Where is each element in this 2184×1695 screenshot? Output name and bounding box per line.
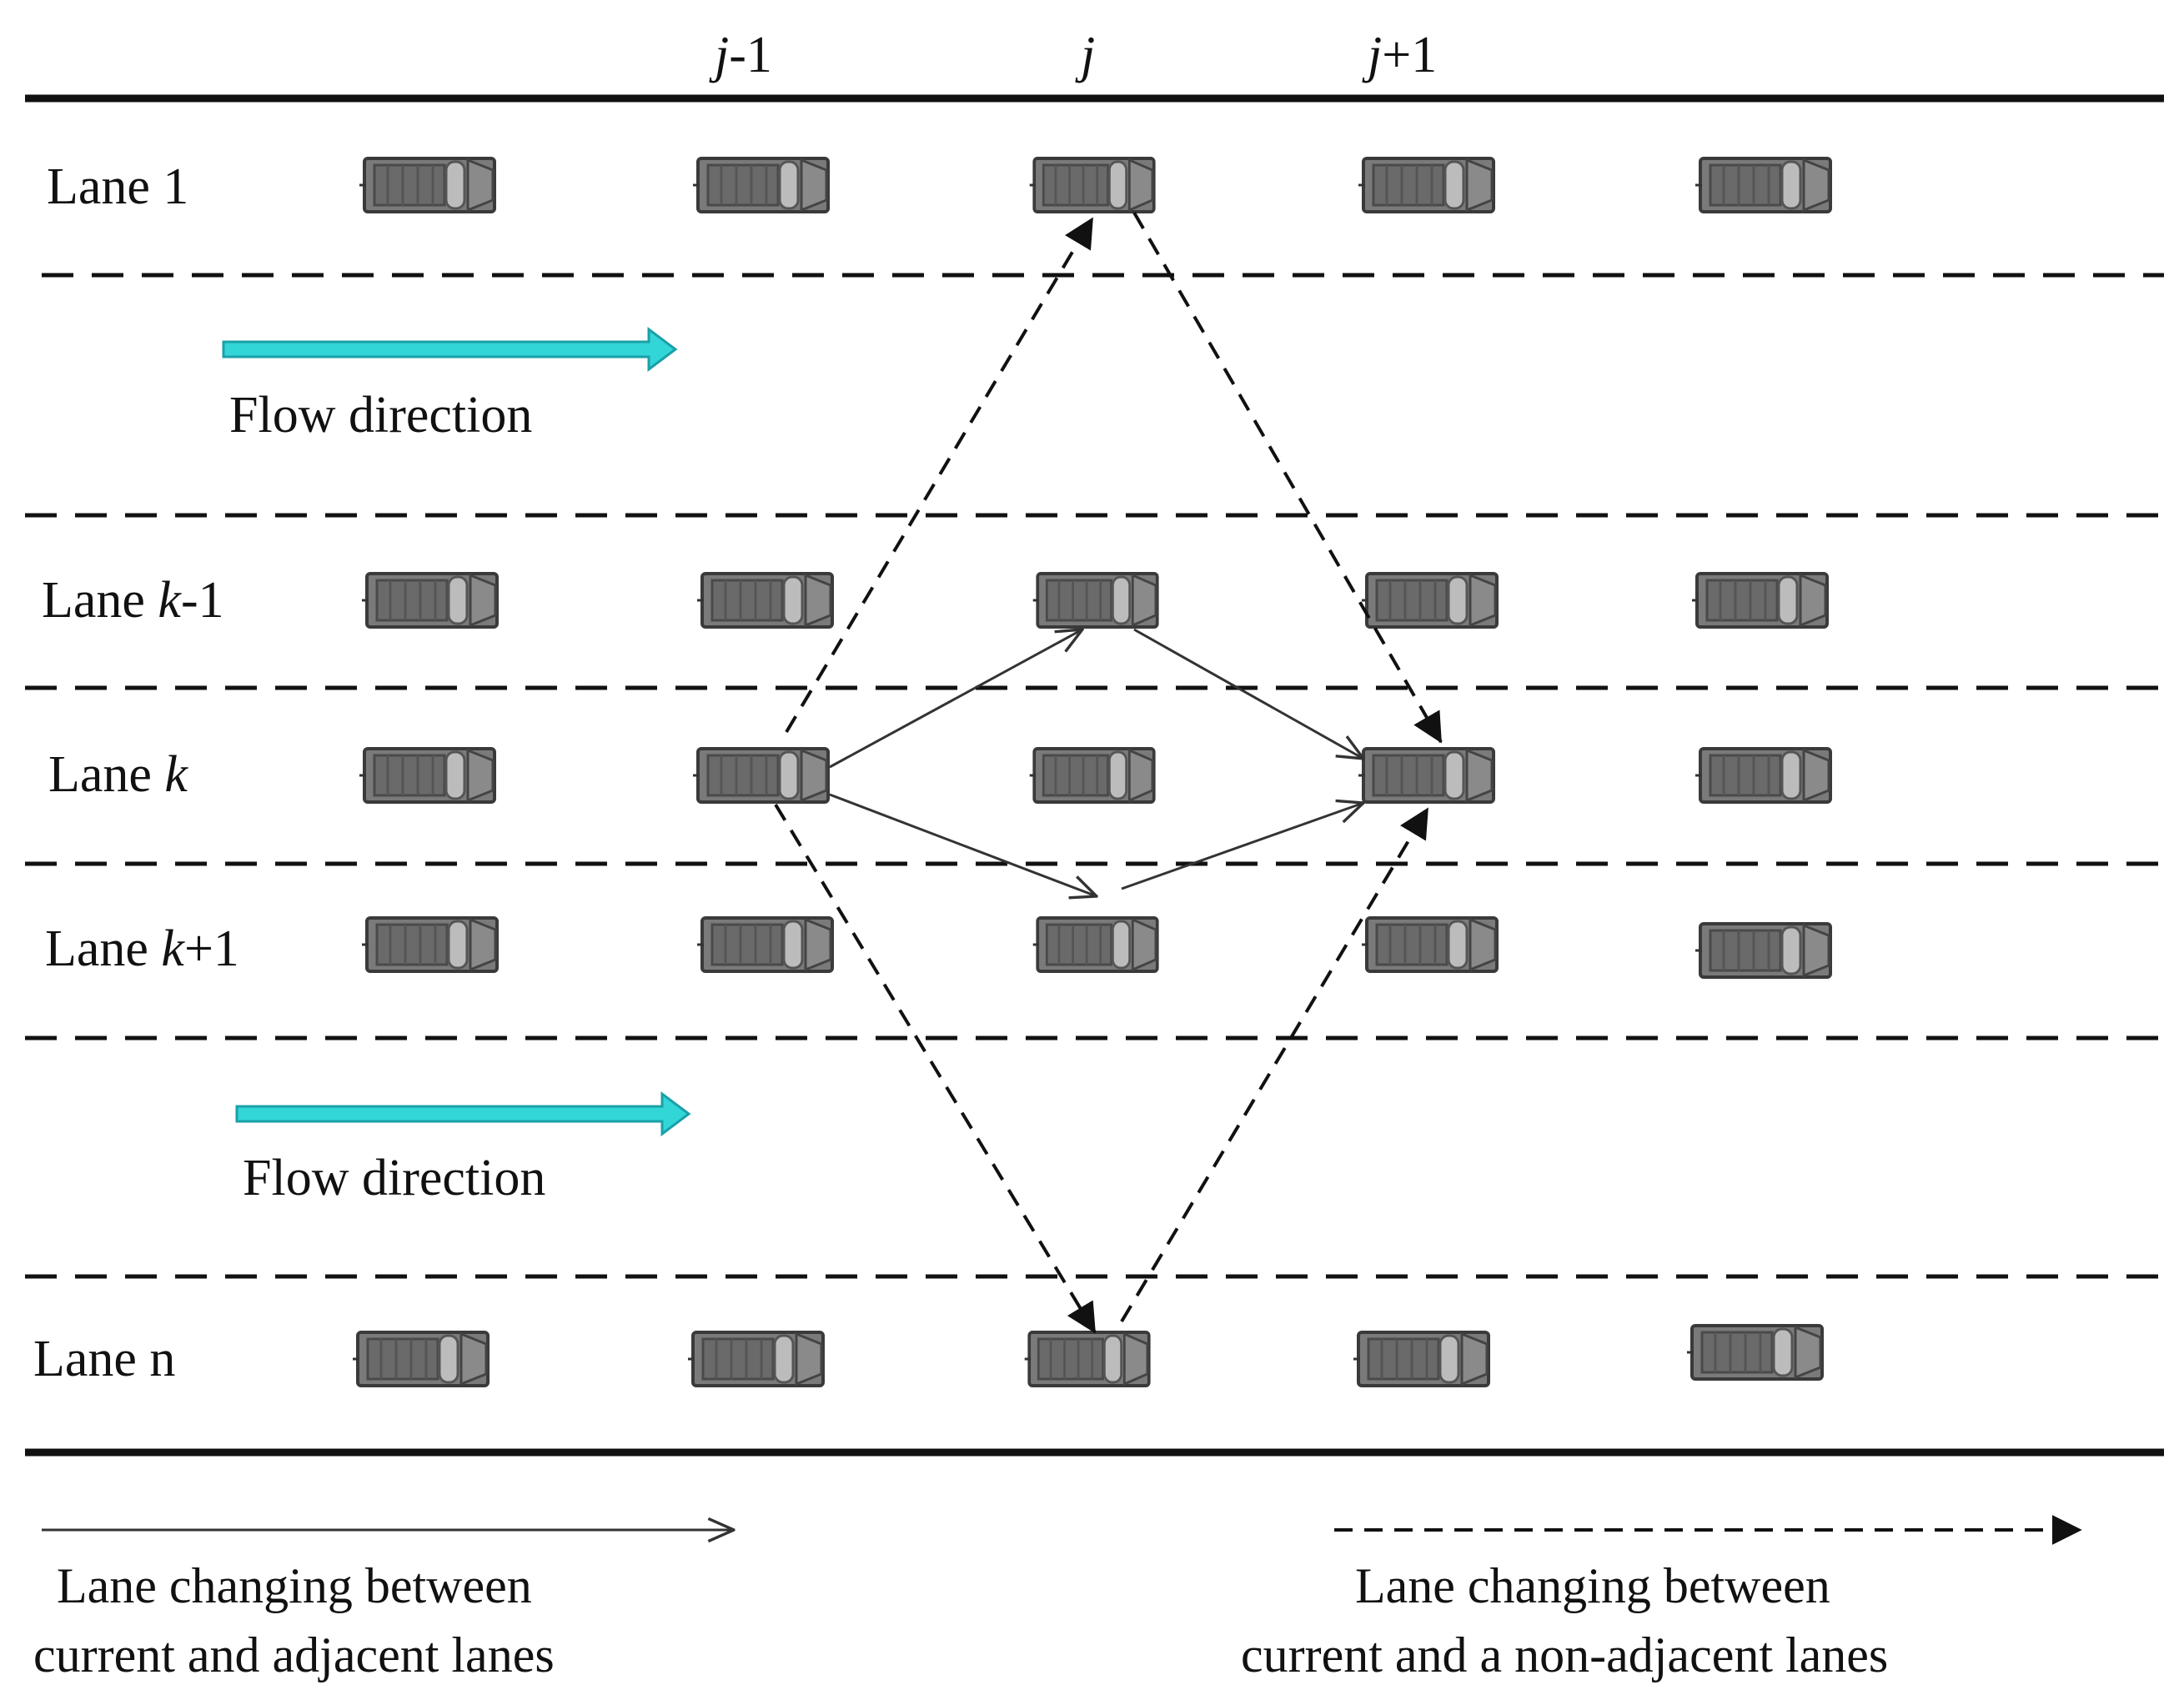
car-icon [691,157,830,213]
flow-direction-label: Flow direction [229,387,532,444]
car-icon [1694,747,1832,804]
lane-change-arrow [785,217,1094,734]
legend-adjacent-label: current and adjacent lanes [33,1627,555,1682]
lane-change-arrow [829,793,1097,896]
lane-change-arrow [1132,211,1443,744]
car-icon [1031,572,1159,629]
legend-non-adjacent-label: Lane changing between [1355,1558,1830,1613]
car-icon [1031,916,1159,973]
flow-direction-label: Flow direction [243,1150,545,1206]
car-icon [360,572,499,629]
lane-change-arrow [829,629,1082,769]
column-label-j-minus-1: j-1 [709,27,772,83]
car-icon [695,572,834,629]
car-icon [1027,747,1156,804]
lane-label-1: Lane 1 [47,158,188,215]
adjacent-lane-change-paths [829,628,1363,896]
flow-direction-arrow-icon [235,1091,691,1136]
car-icon [358,747,496,804]
lane-change-arrow [1133,628,1363,759]
flow-direction-arrow-icon [222,327,678,372]
car-icon [695,916,834,973]
car-icon [1685,1324,1824,1381]
car-icon [1352,1331,1490,1387]
car-icon [1357,747,1495,804]
column-label-j: j [1075,27,1095,83]
legend-adjacent-label: Lane changing between [57,1558,532,1613]
car-icon [1360,572,1499,629]
lane-label-k-plus-1: Lane k+1 [45,920,239,977]
lane-label-k: Lane k [48,746,188,803]
legend-non-adjacent-label: current and a non-adjacent lanes [1241,1627,1888,1682]
car-icon [1357,157,1495,213]
lane-label-n: Lane n [33,1331,175,1387]
car-icon [691,747,830,804]
car-icon [1027,157,1156,213]
car-icon [358,157,496,213]
car-icon [351,1331,490,1387]
lane-label-k-minus-1: Lane k-1 [42,572,224,629]
lane-change-arrow [774,803,1097,1334]
car-icon [1690,572,1829,629]
lane-dividers [25,273,2164,1279]
car-icon [1694,157,1832,213]
car-icon [686,1331,825,1387]
lane-change-arrow [1121,803,1363,890]
car-icon [360,916,499,973]
car-icon [1694,922,1832,979]
lane-change-arrow [1120,807,1429,1323]
non-adjacent-lane-change-paths [774,211,1443,1334]
column-label-j-plus-1: j+1 [1362,27,1437,83]
car-icon [1360,916,1499,973]
car-icon [1022,1331,1151,1387]
